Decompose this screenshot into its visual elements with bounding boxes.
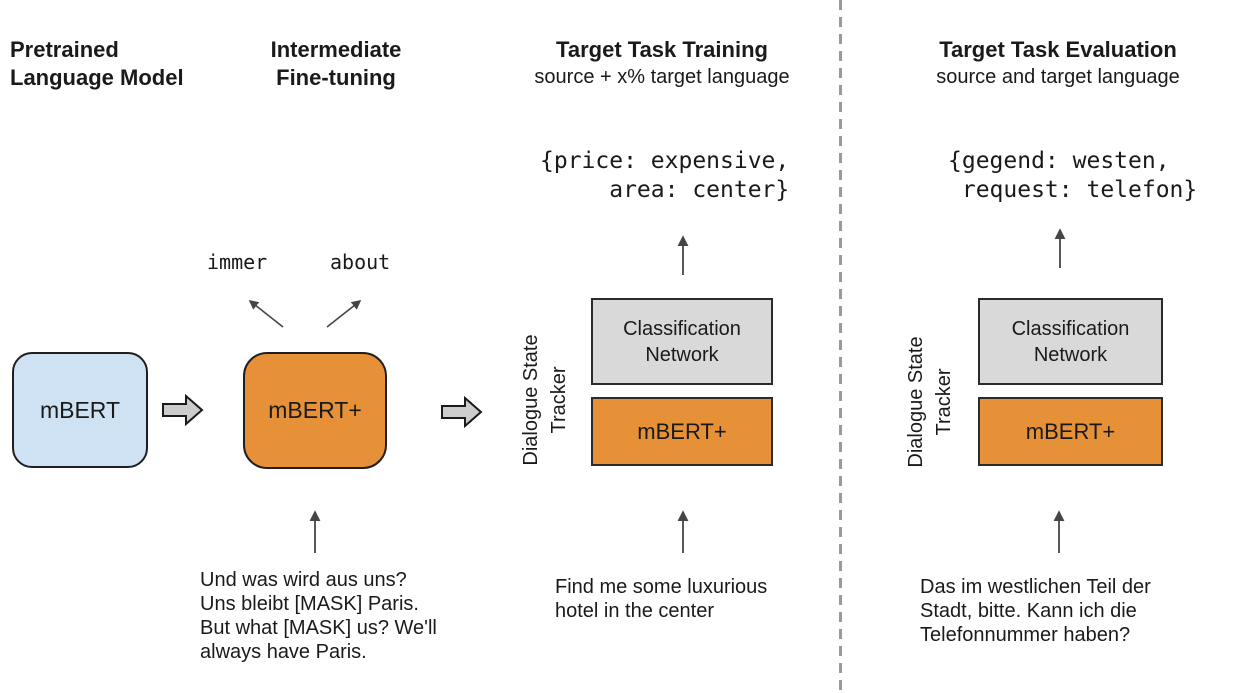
masked-input-utterance: Und was wird aus uns? Uns bleibt [MASK] … [200, 569, 437, 663]
training-classification-network-box: Classification Network [591, 298, 773, 385]
diagonal-arrow-icon [248, 300, 284, 328]
evaluation-mbert-plus-label: mBERT+ [1025, 418, 1116, 444]
training-mbert-plus-box: mBERT+ [591, 397, 773, 466]
mbert-box-label: mBERT [39, 396, 121, 423]
header-target-task-training-title: Target Task Training [556, 37, 768, 62]
header-intermediate-fine-tuning: Intermediate Fine-tuning [270, 37, 402, 90]
evaluation-output-state: {gegend: westen, request: telefon} [948, 148, 1198, 203]
evaluation-classification-network-box: Classification Network [978, 298, 1163, 385]
training-classification-network-label: Classification Network [623, 317, 741, 366]
header-target-task-evaluation-title: Target Task Evaluation [939, 37, 1177, 62]
evaluation-dialogue-state-tracker-label: Dialogue State Tracker [905, 336, 955, 468]
mbert-plus-box-label: mBERT+ [268, 397, 362, 423]
training-dialogue-state-tracker-label: Dialogue State Tracker [520, 334, 570, 466]
header-pretrained-language-model: Pretrained Language Model [10, 37, 184, 90]
predicted-token-immer: immer [207, 250, 268, 274]
header-target-task-training-subtitle: source + x% target language [534, 66, 790, 88]
evaluation-input-utterance: Das im westlichen Teil der Stadt, bitte.… [920, 576, 1151, 646]
header-target-task-training: Target Task Training source + x% target … [512, 36, 812, 90]
train-eval-separator [839, 0, 842, 693]
header-target-task-evaluation: Target Task Evaluation source and target… [908, 36, 1208, 90]
flow-arrow-icon [441, 396, 483, 428]
flow-arrow-icon [162, 394, 204, 426]
diagonal-arrow-icon [326, 300, 362, 328]
evaluation-classification-network-label: Classification Network [1011, 317, 1130, 366]
mbert-plus-box: mBERT+ [243, 352, 387, 469]
training-input-utterance: Find me some luxurious hotel in the cent… [555, 576, 768, 622]
header-target-task-evaluation-subtitle: source and target language [936, 66, 1180, 88]
evaluation-mbert-plus-box: mBERT+ [978, 397, 1163, 466]
training-output-state: {price: expensive, area: center} [540, 148, 790, 203]
training-mbert-plus-label: mBERT+ [637, 418, 727, 444]
predicted-token-about: about [330, 250, 391, 274]
mbert-box: mBERT [12, 352, 148, 468]
